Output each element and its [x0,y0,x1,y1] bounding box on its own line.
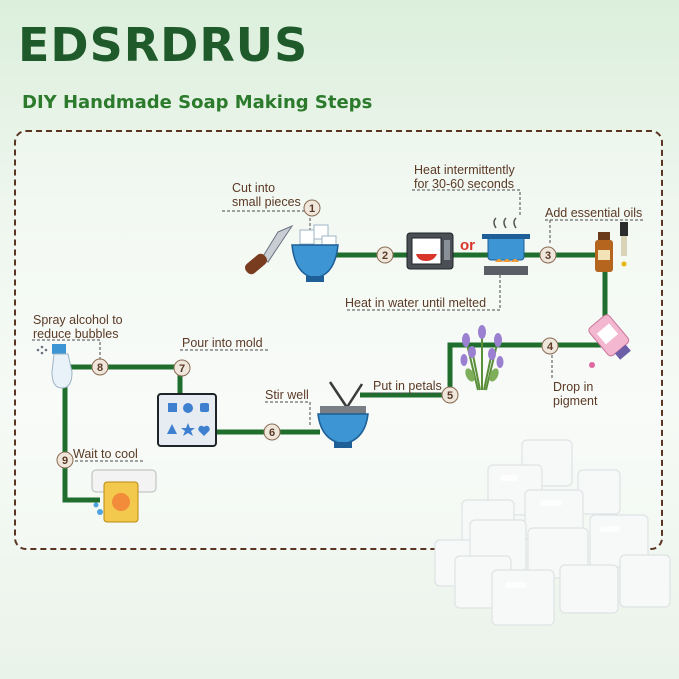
step-number: 6 [269,427,275,439]
step-number: 5 [447,390,453,402]
step-number: 7 [179,363,185,375]
pigment-bottle-icon [588,314,631,368]
dropper-icon [620,222,628,267]
essential-oil-bottle-icon [595,232,613,272]
page-subtitle: DIY Handmade Soap Making Steps [22,92,373,113]
flow-line [330,252,608,398]
step-badge-6: 6 [263,423,281,441]
step-badge-2: 2 [376,246,394,264]
step-6-label: Stir well [265,388,309,402]
step-number: 1 [309,203,315,215]
soap-bowl-icon [291,224,339,282]
step-8-label: Spray alcohol to reduce bubbles [33,313,123,341]
step-badge-5: 5 [441,386,459,404]
step-number: 2 [382,250,388,262]
step-number: 9 [62,455,68,467]
soap-cubes-image [434,439,671,626]
knife-icon [244,224,294,275]
step-1-label: Cut into small pieces [232,181,301,209]
step-badge-8: 8 [91,358,109,376]
leader-lines [32,189,645,462]
step-number: 4 [547,341,554,353]
step-number: 3 [545,250,551,262]
step-badge-7: 7 [173,359,191,377]
pot-on-stove-icon [482,217,530,275]
step-7-label: Pour into mold [182,336,263,350]
or-text: or [460,237,475,254]
step-9-label: Wait to cool [73,447,138,461]
water-note-label: Heat in water until melted [345,296,487,310]
brand-title: EDSRDRUS [18,18,309,72]
step-badge-1: 1 [303,199,321,217]
spray-bottle-icon [36,344,73,389]
step-4-label: Drop in pigment [553,380,598,408]
soap-bar-icon [91,469,157,523]
step-badge-9: 9 [56,451,74,469]
stirring-bowl-icon [317,381,369,448]
step-3-label: Add essential oils [545,206,643,220]
step-number: 8 [97,362,103,374]
step-5-label: Put in petals [373,379,442,393]
soap-mold-icon [157,393,217,447]
step-2-label: Heat intermittently for 30-60 seconds [414,163,515,191]
microwave-icon [406,232,454,270]
step-badge-4: 4 [541,337,559,355]
lavender-icon [460,325,504,391]
step-badge-3: 3 [539,246,557,264]
